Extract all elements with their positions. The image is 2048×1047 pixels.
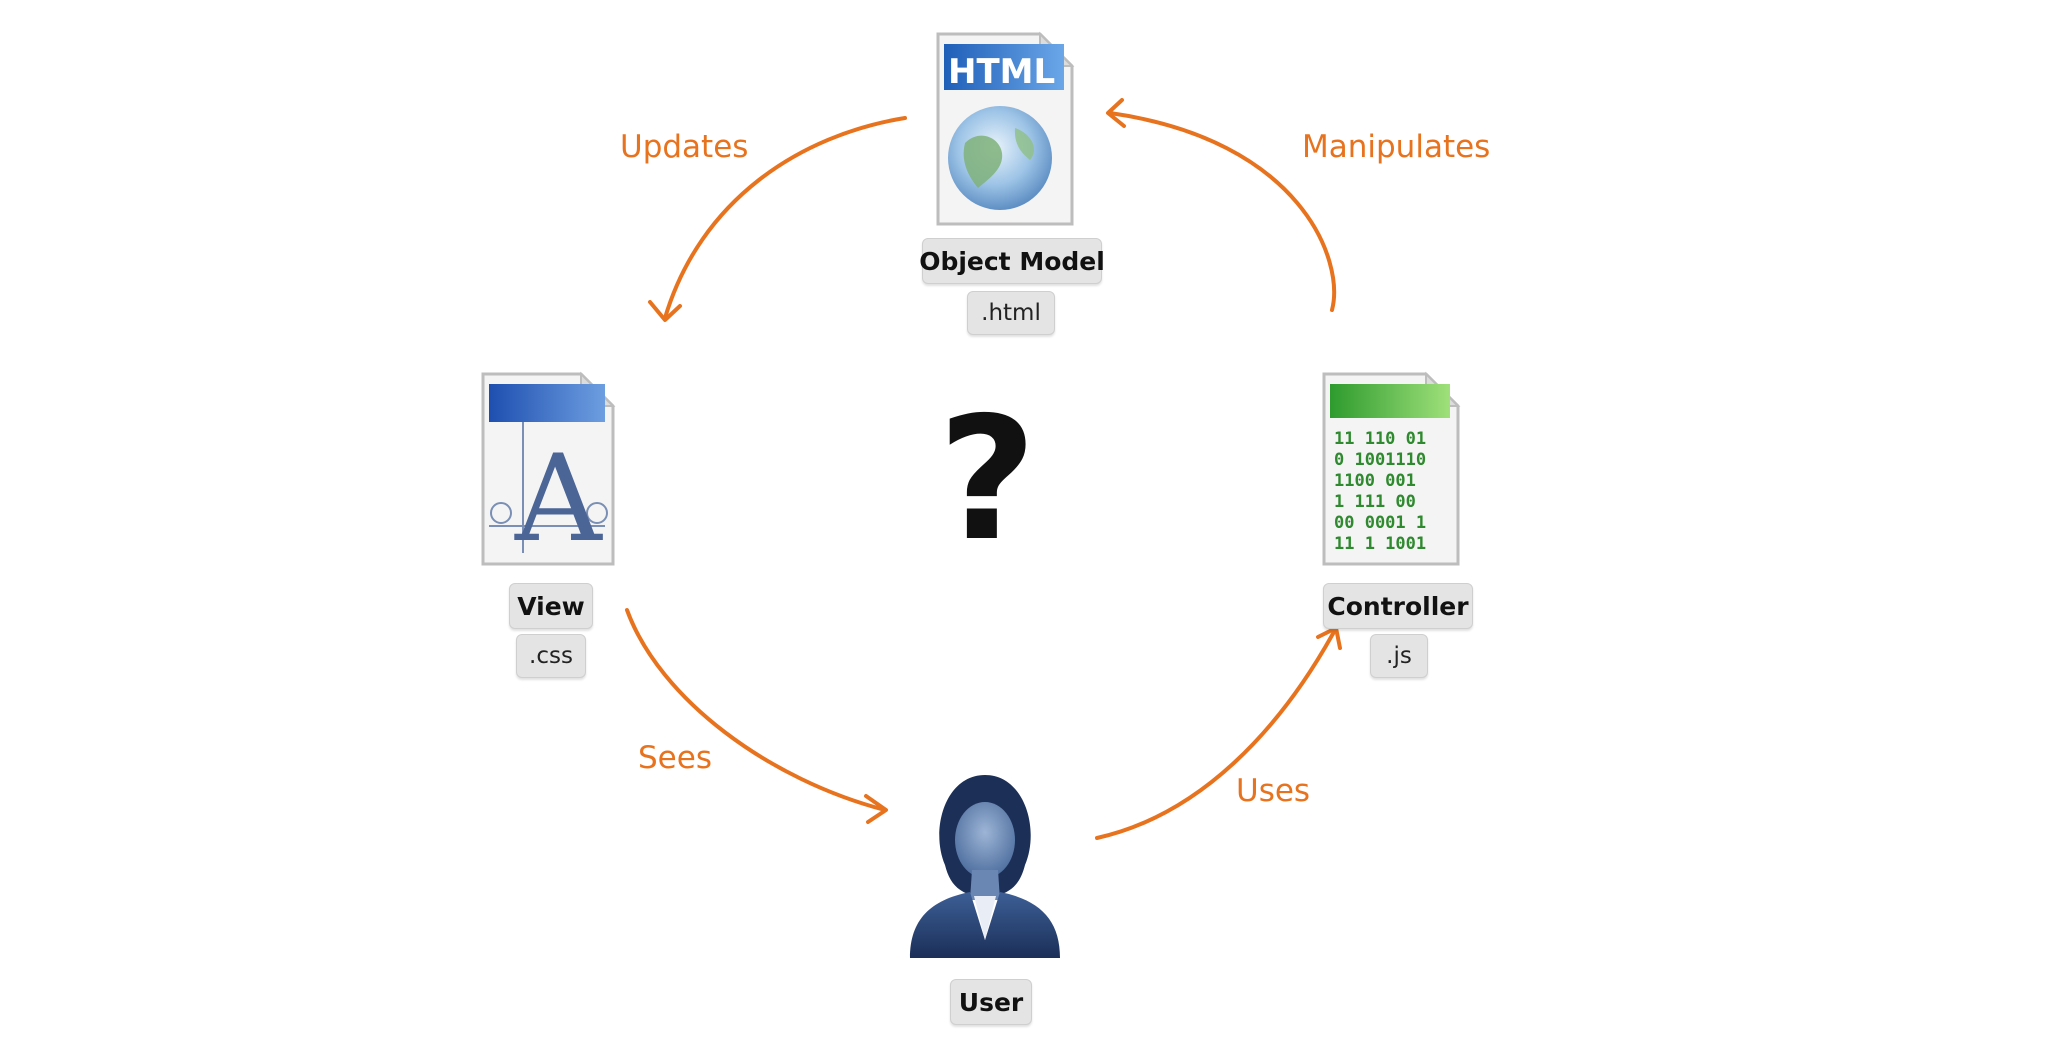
edge-label-manipulates: Manipulates: [1302, 129, 1491, 165]
html-file-icon: HTML: [936, 31, 1075, 226]
node-user: [900, 770, 1070, 964]
edge-label-updates: Updates: [620, 129, 749, 165]
controller-label: Controller: [1323, 583, 1473, 629]
arrow-sees: [625, 608, 887, 812]
binary-line: 1100 001: [1334, 471, 1416, 491]
question-mark: ?: [938, 381, 1037, 579]
edge-label-sees: Sees: [638, 740, 712, 776]
edge-label-uses: Uses: [1236, 773, 1311, 809]
view-label: View: [509, 583, 593, 629]
arrow-manipulates-head: [1106, 98, 1126, 128]
binary-file-icon: 11 110 01 0 1001110 1100 001 1 111 00 00…: [1322, 371, 1461, 566]
binary-line: 0 1001110: [1334, 450, 1426, 470]
node-view: A: [475, 368, 620, 572]
user-label: User: [950, 979, 1032, 1025]
arrow-updates-head: [648, 300, 682, 322]
binary-line: 1 111 00: [1334, 492, 1416, 512]
object-model-label: Object Model: [919, 238, 1105, 284]
user-avatar-icon: [910, 775, 1060, 958]
font-icon-letter: A: [514, 430, 603, 568]
html-icon-label: HTML: [948, 52, 1055, 92]
arrow-updates: [663, 116, 907, 320]
binary-line: 11 1 1001: [1334, 534, 1426, 554]
font-file-icon: A: [481, 371, 616, 569]
object-model-ext: .html: [967, 291, 1055, 335]
view-ext: .css: [516, 634, 586, 678]
arrow-uses: [1095, 628, 1337, 840]
binary-line: 11 110 01: [1334, 429, 1426, 449]
arrow-sees-head: [864, 794, 888, 824]
node-controller: 11 110 01 0 1001110 1100 001 1 111 00 00…: [1316, 368, 1466, 572]
binary-line: 00 0001 1: [1334, 513, 1426, 533]
arrow-manipulates: [1108, 111, 1337, 312]
node-object-model: HTML: [930, 28, 1080, 232]
controller-ext: .js: [1370, 634, 1428, 678]
